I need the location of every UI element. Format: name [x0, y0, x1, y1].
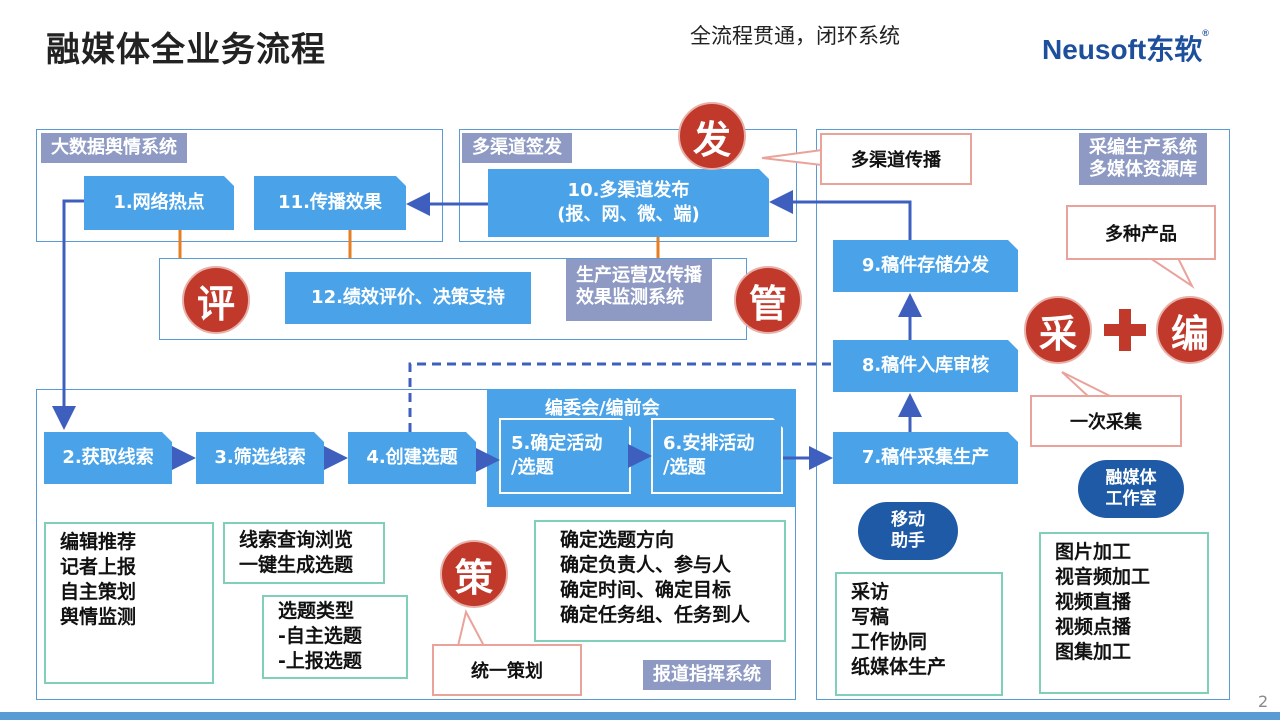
arrow-1-to-2 [52, 199, 84, 430]
company-logo: Neusoft东软® [1042, 28, 1209, 65]
note-line: 选题类型 [278, 600, 355, 622]
step-1-network-hotspot[interactable]: 1.网络热点 [84, 176, 234, 230]
region-label-multi-channel: 多渠道签发 [462, 133, 572, 163]
note-sources: 编辑推荐记者上报自主策划舆情监测 [44, 522, 214, 684]
dashed-4-to-8 [408, 362, 833, 432]
note-line: 视频点播 [1055, 616, 1132, 638]
note-line: 编辑推荐 [60, 531, 137, 553]
circle-fa: 发 [678, 102, 746, 170]
note-process: 图片加工视音频加工视频直播视频点播图集加工 [1039, 532, 1209, 694]
note-line: 工作协同 [851, 631, 928, 653]
callout-tail-spread [761, 148, 823, 167]
callout-products: 多种产品 [1066, 205, 1216, 260]
note-line: 确定负责人、参与人 [560, 554, 732, 576]
circle-guan: 管 [734, 266, 802, 334]
step-9-storage-distribution[interactable]: 9.稿件存储分发 [833, 240, 1018, 292]
region-label-production: 采编生产系统多媒体资源库 [1079, 133, 1207, 185]
note-decide: 确定选题方向确定负责人、参与人确定时间、确定目标确定任务组、任务到人 [534, 520, 786, 642]
note-line: 确定时间、确定目标 [560, 579, 732, 601]
step-10-multi-channel-publish[interactable]: 10.多渠道发布(报、网、微、端) [488, 169, 769, 237]
note-line: 舆情监测 [60, 606, 137, 628]
note-line: 图集加工 [1055, 641, 1132, 663]
callout-tail-plan [456, 609, 486, 647]
note-clues: 线索查询浏览一键生成选题 [223, 522, 385, 584]
circle-cai: 采 [1024, 296, 1092, 364]
region-big-data [36, 129, 443, 242]
editorial-label: 编委会/编前会 [545, 398, 660, 419]
callout-plan: 统一策划 [432, 644, 582, 696]
step-7-collection-production[interactable]: 7.稿件采集生产 [833, 432, 1018, 484]
arrow-9-to-10 [769, 190, 912, 240]
region-label-reporting: 报道指挥系统 [643, 660, 771, 690]
note-line: 视频直播 [1055, 591, 1132, 613]
note-line: 写稿 [851, 606, 890, 628]
circle-ping: 评 [182, 266, 250, 334]
note-line: 确定任务组、任务到人 [560, 604, 751, 626]
page-subtitle: 全流程贯通，闭环系统 [690, 24, 900, 48]
step-12-performance-evaluation[interactable]: 12.绩效评价、决策支持 [285, 272, 531, 324]
circle-ce: 策 [440, 540, 508, 608]
note-collect: 采访写稿工作协同纸媒体生产 [835, 572, 1003, 696]
region-reporting [36, 389, 796, 700]
note-topic-types: 选题类型 -自主选题 -上报选题 [262, 595, 408, 679]
cloud-mobile-assistant: 移动助手 [858, 502, 958, 560]
note-line: 确定选题方向 [560, 529, 675, 551]
bottom-bar [0, 712, 1280, 720]
step-5-confirm-activity[interactable]: 5.确定活动/选题 [499, 418, 631, 494]
circle-bian: 编 [1156, 296, 1224, 364]
note-line: 采访 [851, 581, 890, 603]
step-3-filter-clues[interactable]: 3.筛选线索 [196, 432, 324, 484]
note-line: 一键生成选题 [239, 554, 354, 576]
plus-v [1119, 309, 1131, 351]
region-label-big-data: 大数据舆情系统 [41, 133, 187, 163]
callout-tail-products [1146, 257, 1195, 289]
note-line: 视音频加工 [1055, 566, 1151, 588]
callout-collect: 一次采集 [1030, 395, 1182, 447]
note-line: 纸媒体生产 [851, 656, 947, 678]
step-6-arrange-activity[interactable]: 6.安排活动/选题 [651, 418, 783, 494]
note-line: 自主策划 [60, 581, 137, 603]
region-label-monitor: 生产运营及传播效果监测系统 [566, 259, 712, 321]
region-multi-channel [459, 129, 797, 242]
cloud-studio: 融媒体工作室 [1078, 460, 1184, 518]
note-line: 记者上报 [60, 556, 137, 578]
region-production [816, 129, 1230, 700]
step-11-spread-effect[interactable]: 11.传播效果 [254, 176, 406, 230]
step-8-storage-review[interactable]: 8.稿件入库审核 [833, 340, 1018, 392]
note-line: -自主选题 [278, 625, 362, 647]
note-line: 线索查询浏览 [239, 529, 354, 551]
note-line: 图片加工 [1055, 541, 1132, 563]
page-title: 融媒体全业务流程 [46, 30, 326, 70]
step-2-get-clues[interactable]: 2.获取线索 [44, 432, 172, 484]
step-4-create-topic[interactable]: 4.创建选题 [348, 432, 476, 484]
page-number: 2 [1258, 692, 1269, 711]
note-line: -上报选题 [278, 650, 362, 672]
callout-spread: 多渠道传播 [820, 133, 972, 185]
